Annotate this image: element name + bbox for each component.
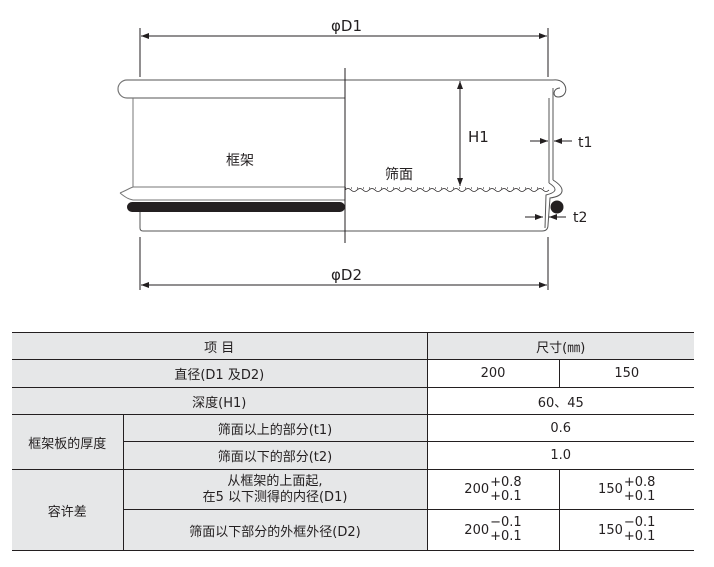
tol-lower: +0.1 (490, 529, 522, 544)
table-row: 直径(D1 及D2) 200 150 (12, 359, 694, 388)
frame-label: 框架 (226, 153, 254, 169)
cell-value: 60、45 (427, 387, 694, 415)
h1-label: H1 (468, 128, 489, 146)
tol-upper: +0.8 (490, 474, 522, 490)
cell-value: 1.0 (427, 441, 694, 470)
gasket-bar (127, 202, 345, 212)
tol-upper: −0.1 (490, 515, 522, 530)
spec-table: 项 目 尺寸(㎜) 直径(D1 及D2) 200 150 深度(H1) 60、4… (12, 332, 694, 551)
cell-value: 200 (427, 359, 560, 388)
tolerance-cell: 150−0.1+0.1 (559, 509, 694, 551)
header-size: 尺寸(㎜) (427, 332, 694, 360)
cell-value: 0.6 (427, 414, 694, 442)
gasket-dot (550, 200, 564, 214)
table-header: 项 目 尺寸(㎜) (12, 332, 694, 360)
tol-upper: −0.1 (623, 515, 656, 530)
tolerance-cell: 200+0.8+0.1 (427, 469, 560, 510)
d2-label: φD2 (331, 266, 362, 284)
header-item: 项 目 (12, 332, 428, 360)
t2-label: t2 (573, 210, 587, 226)
sieve-diagram: φD1 φD2 H1 t1 t2 框架 筛面 (117, 17, 592, 290)
tol-lower: +0.1 (490, 488, 522, 504)
row-label: 筛面以下的部分(t2) (123, 441, 428, 470)
row-label: 深度(H1) (12, 387, 428, 415)
row-label: 从框架的上面起, 在5 以下测得的内径(D1) (123, 469, 428, 510)
t1-label: t1 (578, 135, 592, 151)
row-label-line: 从框架的上面起, (227, 473, 323, 489)
tol-base: 150 (598, 482, 623, 497)
mesh-label: 筛面 (385, 167, 413, 183)
table-row: 筛面以下的部分(t2) 1.0 (12, 441, 694, 470)
row-label: 筛面以下部分的外框外径(D2) (123, 509, 428, 551)
table-row: 深度(H1) 60、45 (12, 387, 694, 415)
row-label: 筛面以上的部分(t1) (123, 414, 428, 442)
group-label: 容许差 (12, 469, 124, 551)
table-row: 容许差 从框架的上面起, 在5 以下测得的内径(D1) 200+0.8+0.1 … (12, 469, 694, 551)
tolerance-cell: 200−0.1+0.1 (427, 509, 560, 551)
mesh-line (344, 188, 550, 192)
group-label: 框架板的厚度 (12, 414, 124, 470)
tol-base: 200 (464, 522, 490, 538)
tol-lower: +0.1 (623, 488, 656, 504)
tol-base: 150 (598, 522, 623, 538)
table-row: 筛面以下部分的外框外径(D2) 200−0.1+0.1 150−0.1+0.1 (12, 509, 694, 551)
row-label-line: 在5 以下测得的内径(D1) (202, 489, 348, 505)
tol-base: 200 (464, 482, 490, 497)
tol-upper: +0.8 (623, 474, 656, 490)
table-row: 框架板的厚度 筛面以上的部分(t1) 0.6 (12, 414, 694, 470)
row-label: 直径(D1 及D2) (12, 359, 428, 388)
tol-lower: +0.1 (623, 529, 656, 544)
d1-label: φD1 (331, 17, 362, 35)
tolerance-cell: 150+0.8+0.1 (559, 469, 694, 510)
cell-value: 150 (559, 359, 694, 388)
